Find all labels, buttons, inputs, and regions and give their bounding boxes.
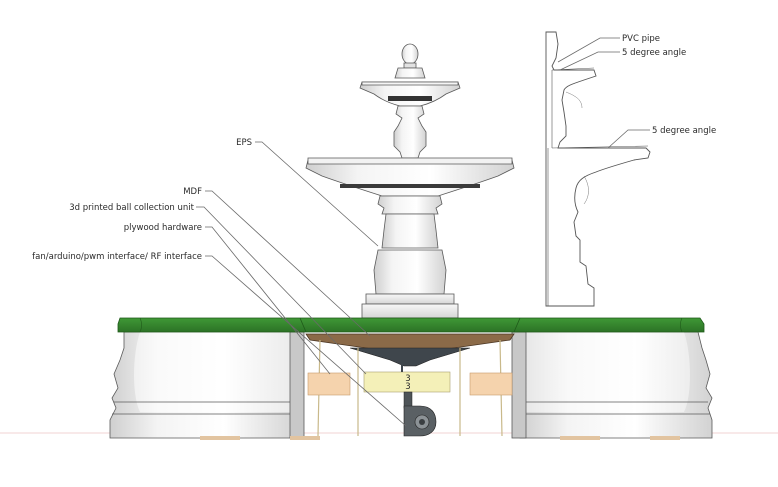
fan-axle — [419, 419, 425, 425]
label-mdf: MDF — [183, 187, 202, 197]
footing-4 — [650, 436, 680, 440]
basin-ring — [109, 317, 713, 440]
pedestal-base — [373, 249, 447, 295]
footing-2 — [290, 436, 320, 440]
leader-pvc-pipe — [557, 37, 620, 63]
plywood-block-right — [469, 372, 513, 396]
profile-mid-slope — [551, 145, 649, 149]
leader-angle-mid — [607, 129, 650, 149]
rim-curve-left — [139, 317, 142, 333]
basin-left-inner-edge — [289, 331, 305, 439]
part-mark-top: 3 — [405, 374, 410, 384]
pedestal-plinth — [365, 293, 455, 305]
pedestal-collar — [377, 195, 443, 215]
rim-curve-right — [680, 317, 683, 333]
leader-lines — [196, 37, 650, 427]
upper-stem — [393, 105, 427, 159]
label-eps: EPS — [236, 138, 252, 148]
top-basin-band — [388, 96, 432, 101]
label-plywood: plywood hardware — [124, 223, 202, 233]
label-ball-unit: 3d printed ball collection unit — [69, 203, 194, 213]
fan-duct — [403, 391, 413, 409]
profile-outline — [545, 31, 651, 307]
basin-right-highlight — [520, 332, 690, 412]
side-profile-section — [545, 31, 651, 307]
basin-green-rim — [117, 317, 705, 333]
middle-basin-band — [340, 184, 480, 188]
rim-joint-left — [299, 317, 307, 333]
label-angle-mid: 5 degree angle — [652, 126, 716, 136]
label-pvc-pipe: PVC pipe — [622, 34, 660, 44]
basin-right-inner-edge — [511, 331, 527, 439]
leader-fan — [205, 255, 407, 427]
top-basin — [359, 81, 461, 107]
rim-joint-right — [513, 317, 521, 333]
label-fan: fan/arduino/pwm interface/ RF interface — [32, 252, 202, 262]
footing-1 — [200, 436, 240, 440]
finial-ball — [401, 43, 419, 65]
label-angle-top: 5 degree angle — [622, 48, 686, 58]
profile-curve-1 — [565, 91, 583, 109]
pedestal-foot — [361, 303, 459, 319]
basin-left-highlight — [134, 332, 300, 412]
finial-base — [394, 67, 426, 79]
profile-top-slope — [551, 67, 595, 71]
middle-basin-lip — [307, 157, 513, 165]
collection-funnel — [349, 347, 471, 367]
part-mark-bottom: 3 — [405, 382, 410, 392]
footing-3 — [560, 436, 600, 440]
internal-components: 3 3 — [305, 333, 515, 437]
profile-curve-2 — [583, 175, 589, 205]
middle-basin — [305, 159, 515, 197]
top-basin-lip — [361, 81, 459, 86]
mdf-board — [305, 333, 515, 351]
plywood-block-left — [307, 372, 351, 396]
leader-ball-unit — [196, 206, 367, 375]
pedestal-column — [381, 213, 439, 249]
leader-mdf — [205, 190, 371, 337]
leader-eps — [255, 141, 379, 247]
leader-angle-top — [559, 51, 620, 71]
fountain-tiers — [305, 43, 515, 319]
finial-neck — [403, 62, 417, 69]
labels: PVC pipe 5 degree angle 5 degree angle E… — [32, 34, 716, 262]
